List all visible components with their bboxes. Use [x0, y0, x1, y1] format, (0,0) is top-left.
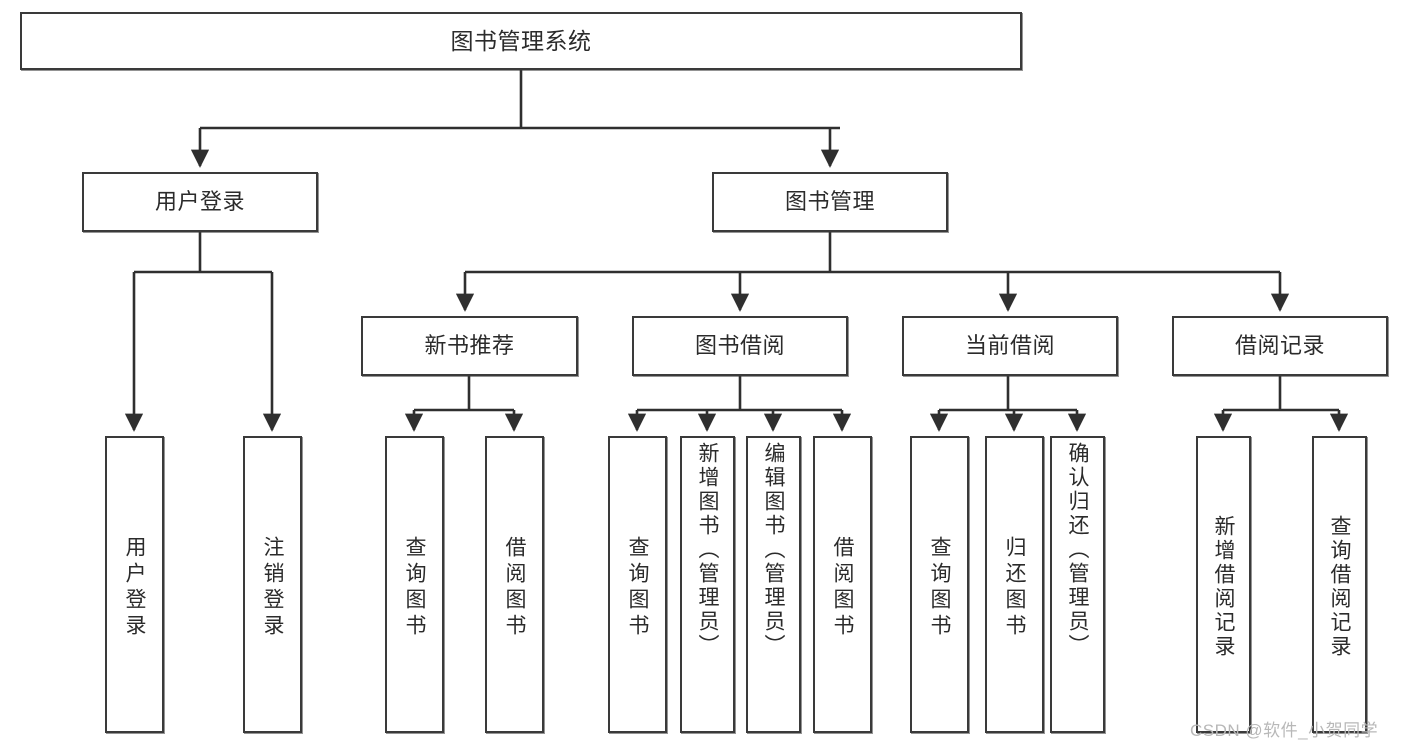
node-borrow-record[interactable]: 借阅记录 — [1172, 316, 1388, 376]
node-book-borrow[interactable]: 图书借阅 — [632, 316, 848, 376]
leaf-query-book-3[interactable]: 查询图书 — [910, 436, 969, 733]
node-book-borrow-label: 图书借阅 — [694, 333, 785, 359]
node-root[interactable]: 图书管理系统 — [20, 12, 1022, 70]
leaf-add-book-label: 新增图书（管理员） — [696, 442, 719, 658]
leaf-confirm-return[interactable]: 确认归还（管理员） — [1050, 436, 1105, 733]
leaf-return-book[interactable]: 归还图书 — [985, 436, 1044, 733]
node-new-book-recommend-label: 新书推荐 — [424, 333, 515, 359]
leaf-borrow-book-1-label: 借阅图书 — [503, 535, 526, 640]
leaf-query-book-2[interactable]: 查询图书 — [608, 436, 667, 733]
leaf-edit-book-label: 编辑图书（管理员） — [762, 442, 785, 658]
node-root-label: 图书管理系统 — [450, 27, 592, 54]
leaf-query-book-1-label: 查询图书 — [403, 535, 426, 640]
leaf-logout[interactable]: 注销登录 — [243, 436, 302, 733]
leaf-user-login[interactable]: 用户登录 — [105, 436, 164, 733]
node-user-login[interactable]: 用户登录 — [82, 172, 318, 232]
node-book-management-label: 图书管理 — [784, 189, 875, 215]
node-borrow-record-label: 借阅记录 — [1234, 333, 1325, 359]
leaf-add-record[interactable]: 新增借阅记录 — [1196, 436, 1251, 733]
leaf-add-book[interactable]: 新增图书（管理员） — [680, 436, 735, 733]
leaf-query-book-1[interactable]: 查询图书 — [385, 436, 444, 733]
leaf-borrow-book-2-label: 借阅图书 — [831, 535, 854, 640]
node-new-book-recommend[interactable]: 新书推荐 — [361, 316, 578, 376]
leaf-query-record[interactable]: 查询借阅记录 — [1312, 436, 1367, 733]
leaf-confirm-return-label: 确认归还（管理员） — [1066, 442, 1089, 658]
node-current-borrow-label: 当前借阅 — [964, 333, 1055, 359]
leaf-edit-book[interactable]: 编辑图书（管理员） — [746, 436, 801, 733]
leaf-add-record-label: 新增借阅记录 — [1212, 514, 1235, 659]
leaf-return-book-label: 归还图书 — [1003, 535, 1026, 640]
leaf-query-record-label: 查询借阅记录 — [1328, 514, 1351, 659]
leaf-query-book-3-label: 查询图书 — [928, 535, 951, 640]
leaf-user-login-label: 用户登录 — [123, 535, 146, 640]
leaf-borrow-book-2[interactable]: 借阅图书 — [813, 436, 872, 733]
node-user-login-label: 用户登录 — [154, 189, 245, 215]
leaf-query-book-2-label: 查询图书 — [626, 535, 649, 640]
node-book-management[interactable]: 图书管理 — [712, 172, 948, 232]
csdn-watermark: CSDN @软件_小贺同学 — [1190, 721, 1379, 740]
leaf-logout-label: 注销登录 — [261, 535, 284, 640]
leaf-borrow-book-1[interactable]: 借阅图书 — [485, 436, 544, 733]
node-current-borrow[interactable]: 当前借阅 — [902, 316, 1118, 376]
